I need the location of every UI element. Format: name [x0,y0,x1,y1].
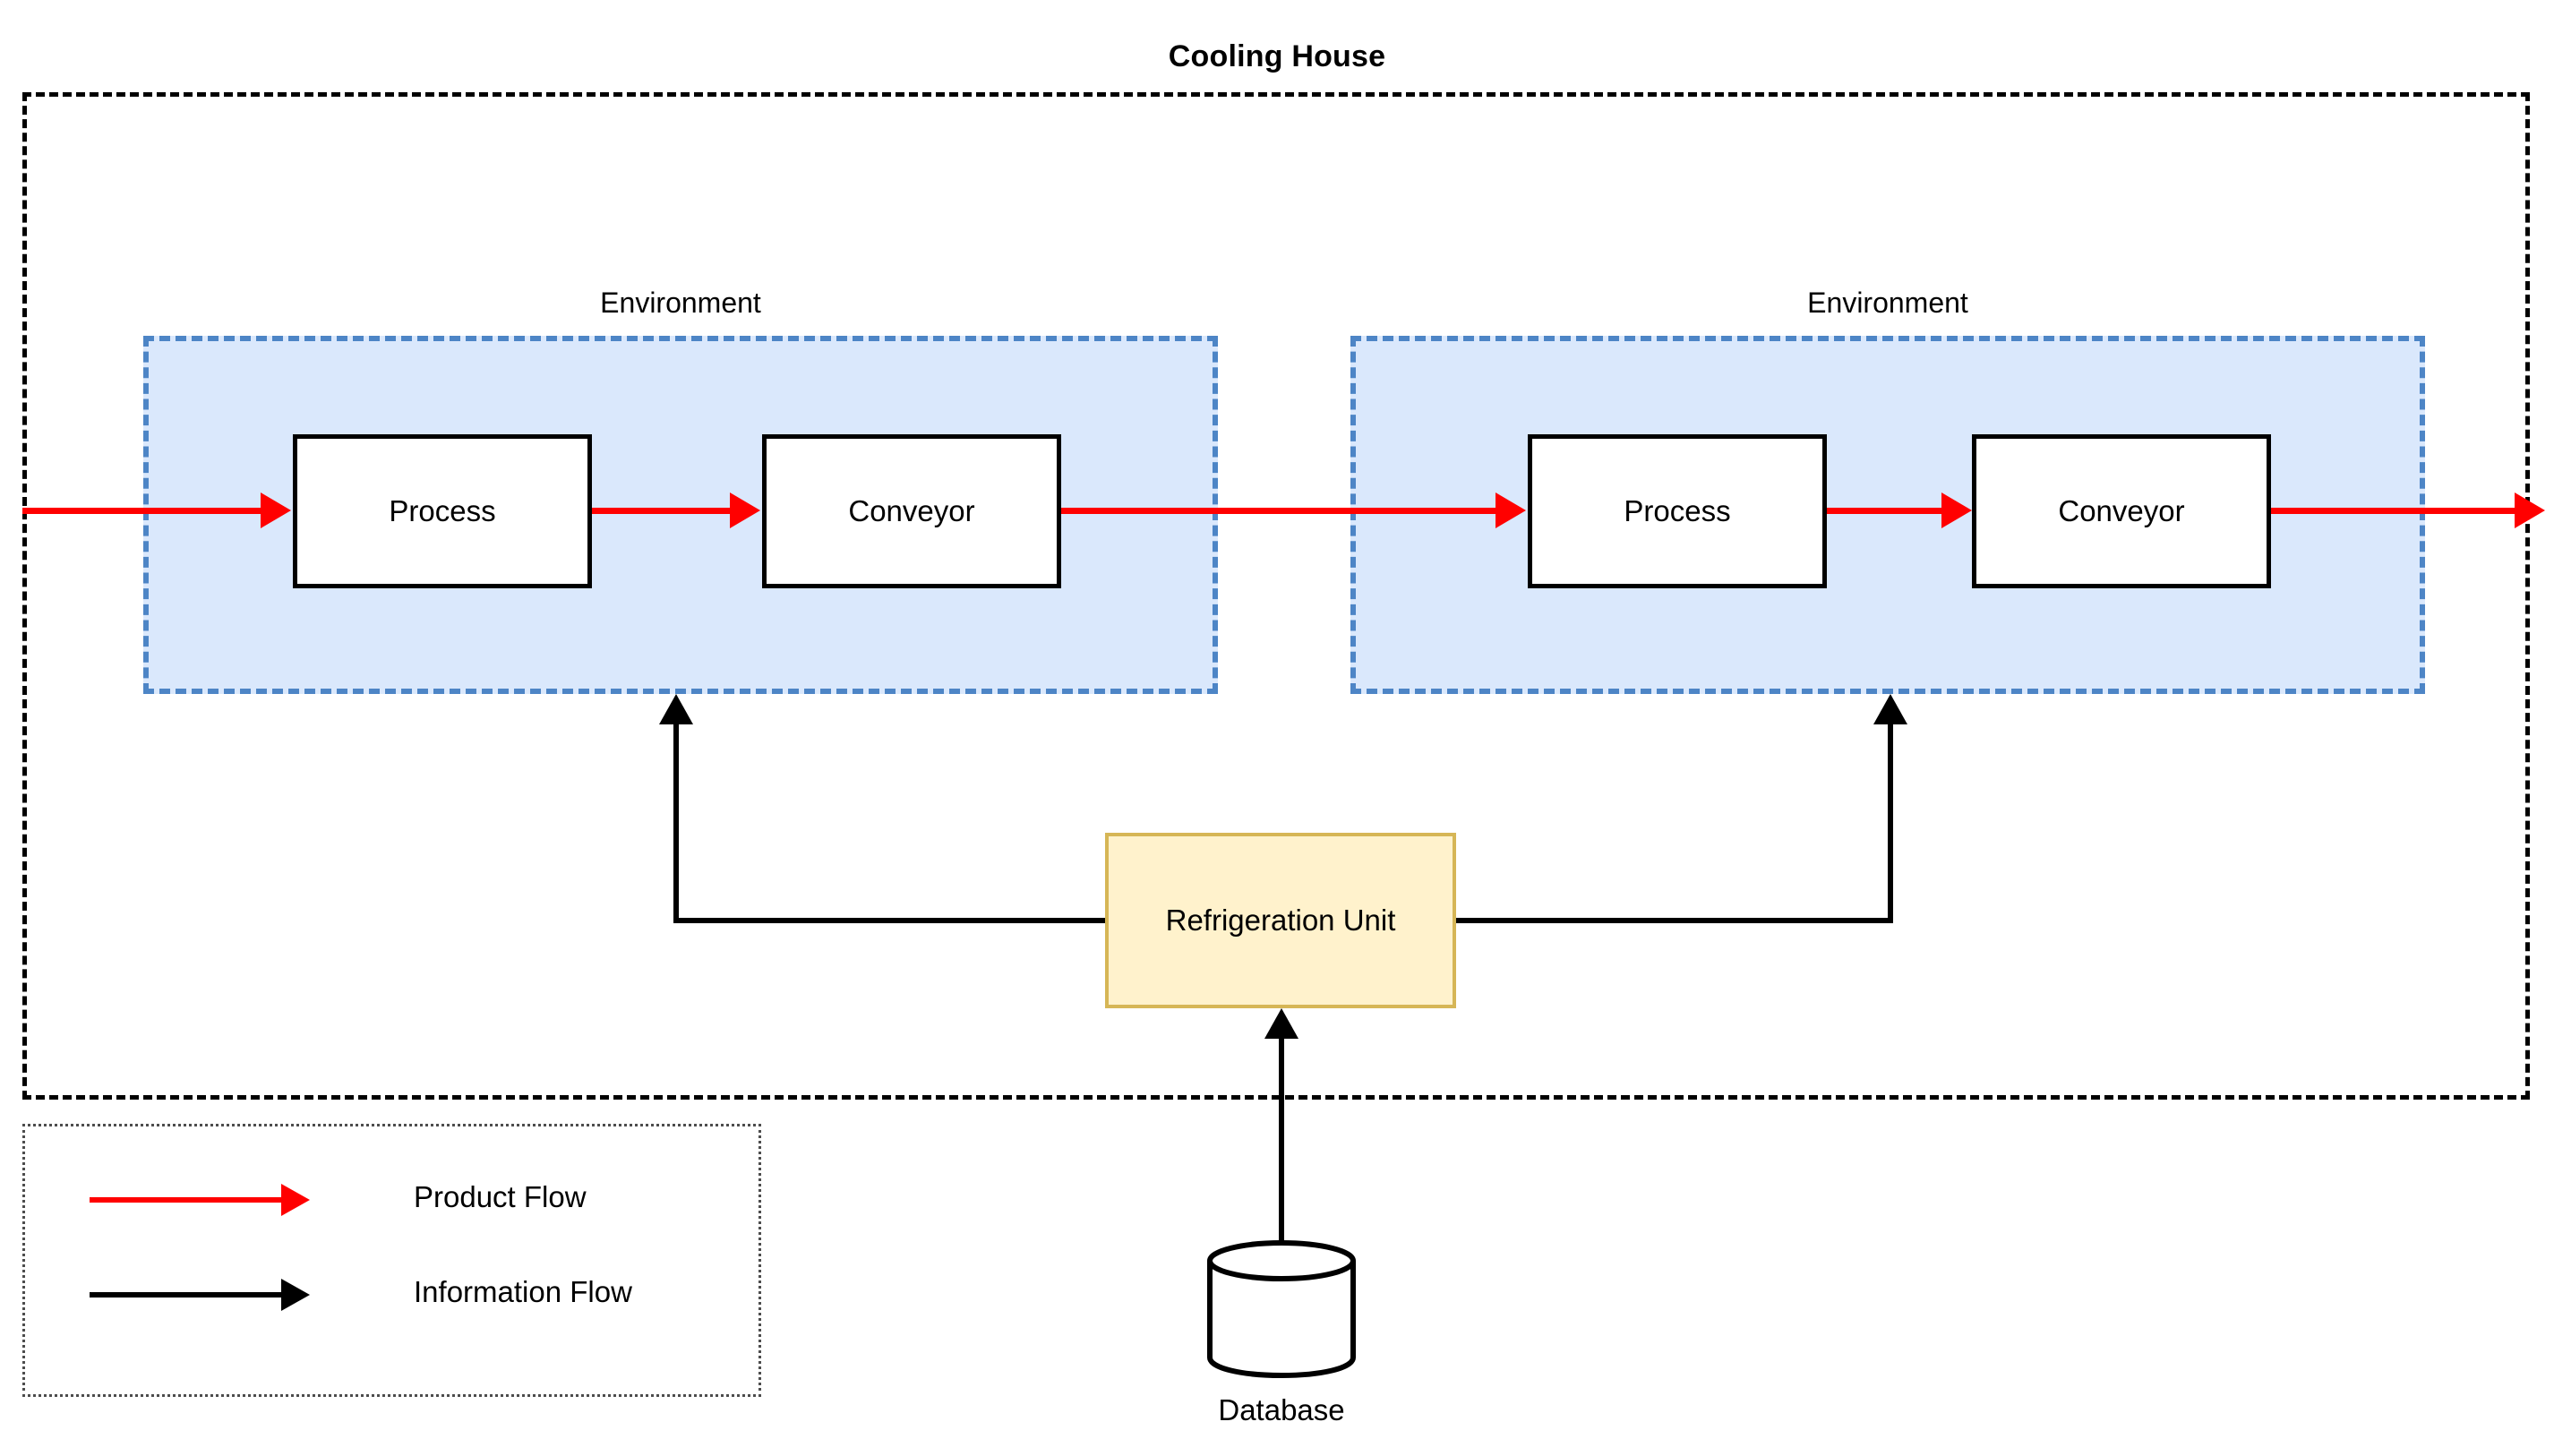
conveyor-box-left[interactable]: Conveyor [762,434,1061,588]
info-flow-right-horizontal [1453,918,1893,923]
legend-label-information-flow: Information Flow [414,1275,632,1308]
legend-information-flow-line-icon [90,1292,282,1298]
database-label: Database [1218,1393,1345,1426]
refrigeration-unit-box[interactable]: Refrigeration Unit [1105,833,1456,1008]
legend-information-flow-arrow-icon [281,1279,310,1311]
legend-product-flow-line-icon [90,1197,282,1203]
process-box-left[interactable]: Process [293,434,592,588]
info-flow-arrow-into-refrigeration-unit [1264,1008,1298,1039]
environment-label-right: Environment [1807,287,1968,319]
info-flow-database-vertical [1279,1037,1284,1248]
legend-container [22,1124,761,1397]
info-flow-left-vertical [673,724,679,923]
product-flow-segment-left-inner [592,508,732,514]
database-icon[interactable] [1204,1238,1358,1381]
product-flow-arrow-into-process-right [1496,492,1526,528]
info-flow-arrow-into-environment-right [1873,694,1907,724]
process-box-right[interactable]: Process [1528,434,1827,588]
cooling-house-container [22,92,2530,1100]
info-flow-left-horizontal [673,918,1109,923]
conveyor-box-right[interactable]: Conveyor [1972,434,2271,588]
legend-label-product-flow: Product Flow [414,1180,587,1213]
product-flow-segment-exit [2271,508,2520,514]
cooling-house-title: Cooling House [1168,39,1386,73]
info-flow-arrow-into-environment-left [659,694,693,724]
info-flow-right-vertical [1888,724,1893,923]
product-flow-segment-entry [22,508,262,514]
product-flow-segment-middle [1061,508,1497,514]
legend-product-flow-arrow-icon [281,1184,310,1216]
product-flow-segment-right-inner [1827,508,1943,514]
environment-label-left: Environment [600,287,761,319]
product-flow-arrow-into-process-left [261,492,291,528]
product-flow-arrow-exit [2515,492,2545,528]
product-flow-arrow-into-conveyor-right [1941,492,1972,528]
product-flow-arrow-into-conveyor-left [730,492,760,528]
